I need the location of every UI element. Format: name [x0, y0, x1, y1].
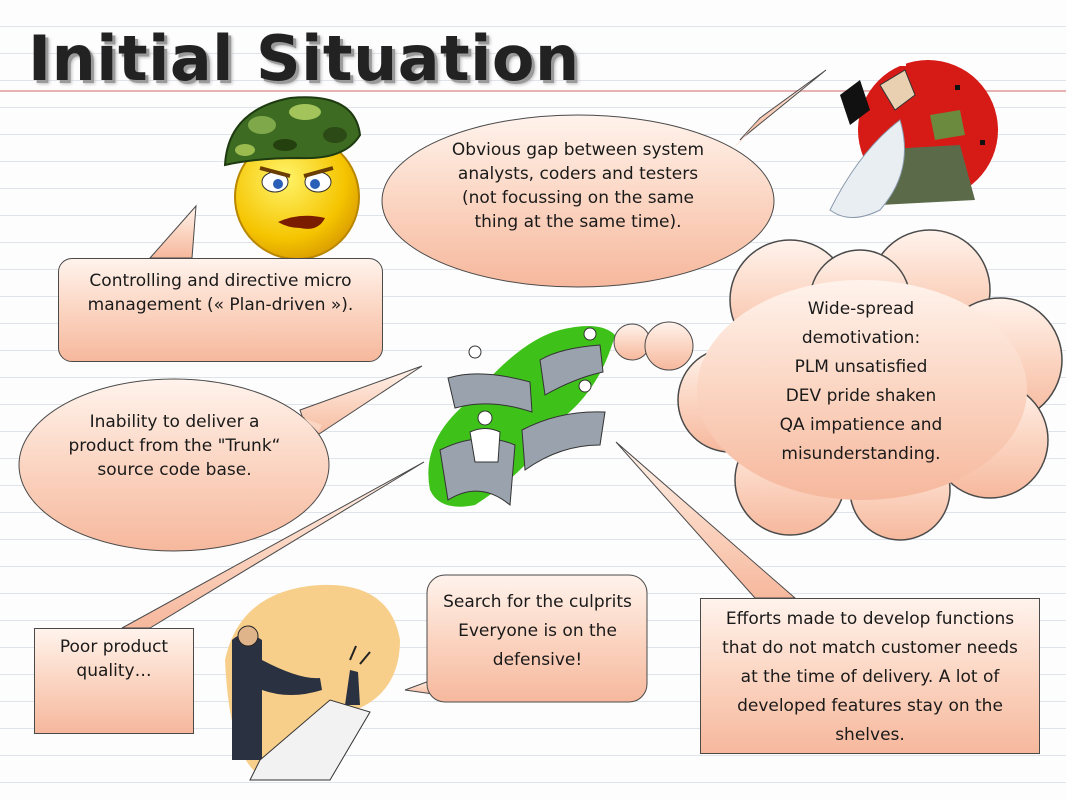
demotivation-callout-text: Wide-spread demotivation: PLM unsatisfie… — [730, 295, 992, 469]
gap-callout-text: Obvious gap between system analysts, cod… — [442, 138, 714, 234]
army-smiley-icon — [223, 96, 362, 260]
pointing-businessman-icon — [225, 584, 400, 781]
callout-shapes — [18, 69, 1063, 703]
demotivation-line-3: PLM unsatisfied — [794, 357, 928, 377]
poor-quality-text: Poor product quality… — [59, 637, 169, 681]
efforts-callout: Efforts made to develop functions that d… — [700, 598, 1040, 754]
trunk-callout-text: Inability to deliver a product from the … — [62, 410, 287, 482]
margin-line — [0, 90, 1066, 92]
efforts-text: Efforts made to develop functions that d… — [722, 609, 1018, 745]
poor-quality-callout: Poor product quality… — [34, 628, 194, 734]
bridge-workers-icon — [428, 326, 615, 507]
trunk-text: Inability to deliver a product from the … — [68, 412, 281, 480]
micro-management-text: Controlling and directive micro manageme… — [87, 271, 354, 315]
demotivation-line-4: DEV pride shaken — [785, 386, 937, 406]
angry-office-worker-icon — [829, 60, 998, 218]
demotivation-line-2: demotivation: — [801, 328, 921, 348]
slide-title: Initial Situation — [28, 22, 580, 95]
gap-text: Obvious gap between system analysts, cod… — [451, 140, 705, 232]
demotivation-line-1: Wide-spread — [807, 299, 915, 319]
culprits-text: Search for the culprits Everyone is on t… — [443, 592, 632, 670]
demotivation-line-6: misunderstanding. — [781, 444, 941, 464]
micro-management-callout: Controlling and directive micro manageme… — [58, 258, 383, 362]
culprits-callout-text: Search for the culprits Everyone is on t… — [440, 588, 635, 675]
demotivation-line-5: QA impatience and — [779, 415, 943, 435]
